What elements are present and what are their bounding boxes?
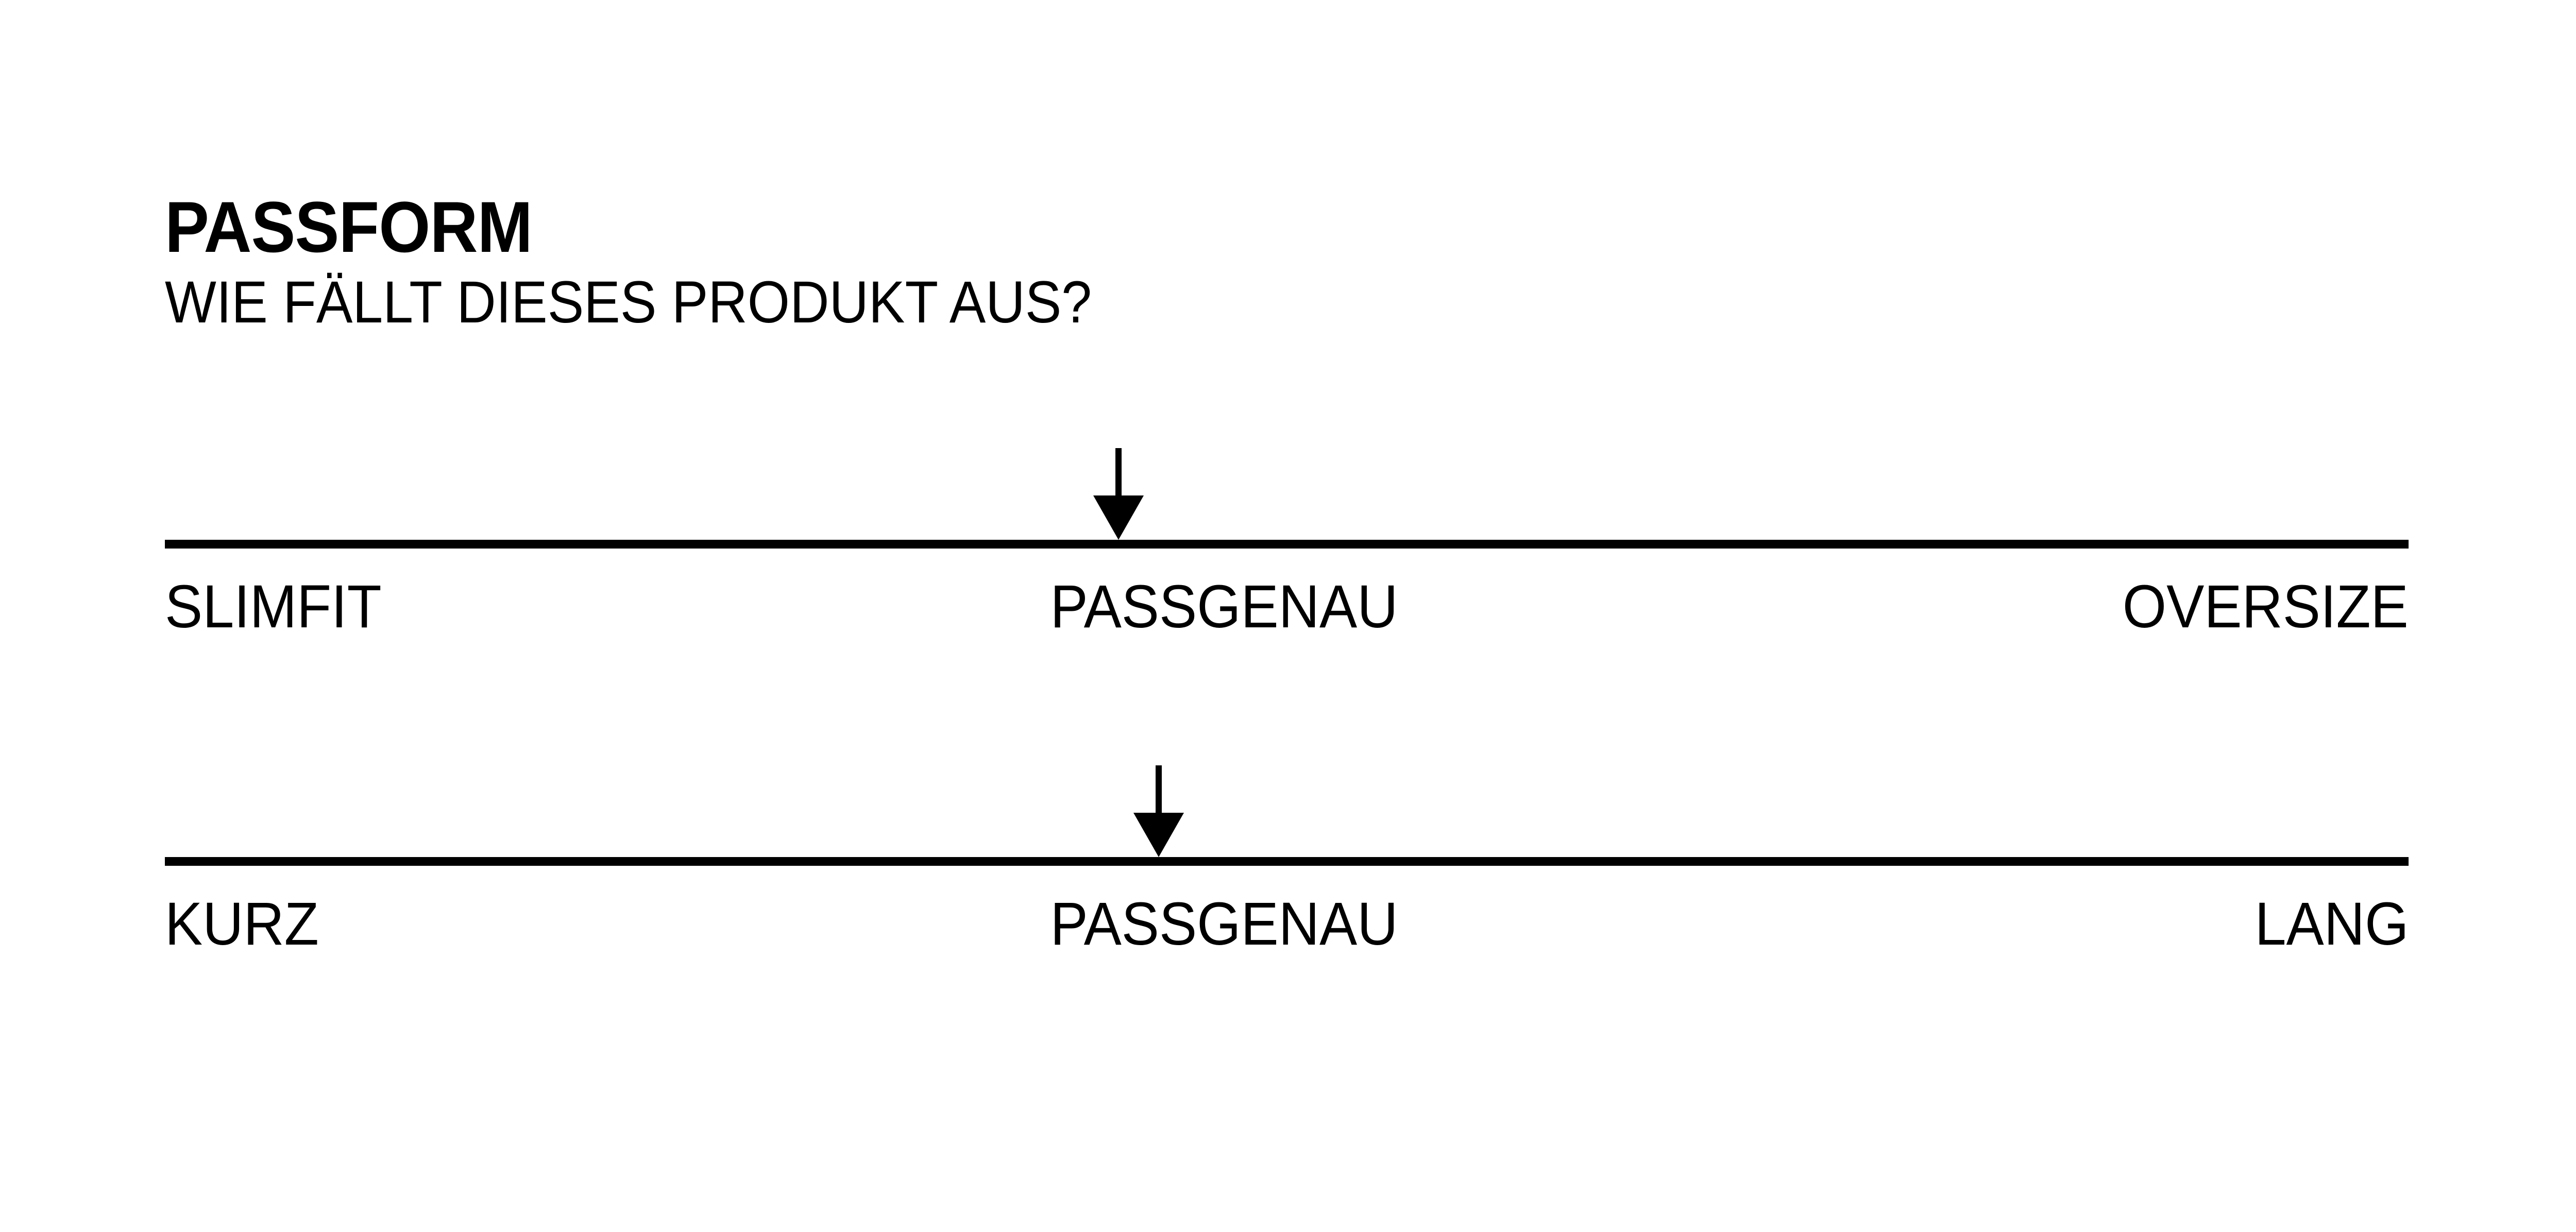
scale-label-kurz: KURZ [165,890,319,958]
arrow-head [1093,495,1144,540]
fit-length-marker-zone [165,750,2409,857]
arrow-stem [1156,765,1162,817]
page-subtitle: WIE FÄLLT DIESES PRODUKT AUS? [165,269,1092,335]
arrow-stem [1115,448,1122,500]
fit-width-scale: SLIMFIT PASSGENAU OVERSIZE [165,433,2409,643]
down-arrow-icon [1093,448,1144,540]
fit-length-scale: KURZ PASSGENAU LANG [165,750,2409,961]
fit-width-scale-bar [165,540,2409,549]
fit-length-scale-labels: KURZ PASSGENAU LANG [165,894,2409,961]
fit-length-scale-bar [165,857,2409,866]
header-block: PASSFORM WIE FÄLLT DIESES PRODUKT AUS? [165,186,2409,341]
fit-width-scale-labels: SLIMFIT PASSGENAU OVERSIZE [165,576,2409,643]
scale-label-slimfit: SLIMFIT [165,573,382,641]
scale-label-passgenau-length: PASSGENAU [1050,890,1398,958]
scale-label-lang: LANG [2255,890,2409,958]
down-arrow-icon [1133,765,1184,857]
fit-width-marker-zone [165,433,2409,540]
arrow-head [1133,813,1184,857]
scale-label-passgenau-width: PASSGENAU [1050,573,1398,641]
scale-label-oversize: OVERSIZE [2123,573,2409,641]
page-title: PASSFORM [165,186,533,267]
